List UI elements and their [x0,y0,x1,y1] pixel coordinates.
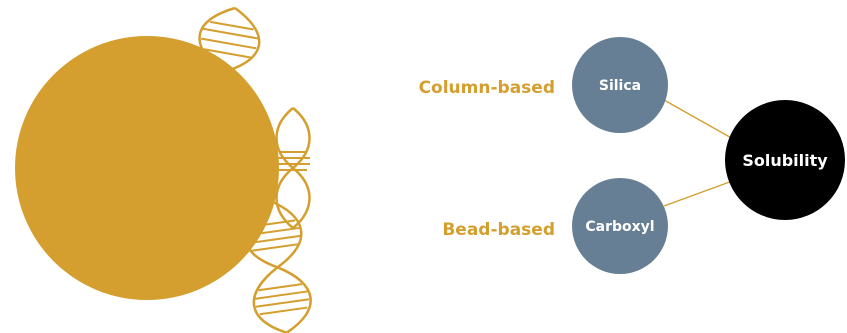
connector-carboxyl-solubility [664,180,735,206]
bead-based-label: Bead-based [442,220,555,240]
silica-node: Silica [572,37,668,133]
column-based-label: Column-based [419,78,555,98]
dna-helix-icon [276,108,310,228]
solubility-node-label: Solubility [742,151,828,170]
carboxyl-node: Carboxyl [572,178,668,274]
bead-particle [15,36,279,300]
solubility-node: Solubility [725,100,845,220]
connector-silica-solubility [664,100,735,140]
carboxyl-node-label: Carboxyl [585,219,654,235]
silica-node-label: Silica [599,78,641,94]
